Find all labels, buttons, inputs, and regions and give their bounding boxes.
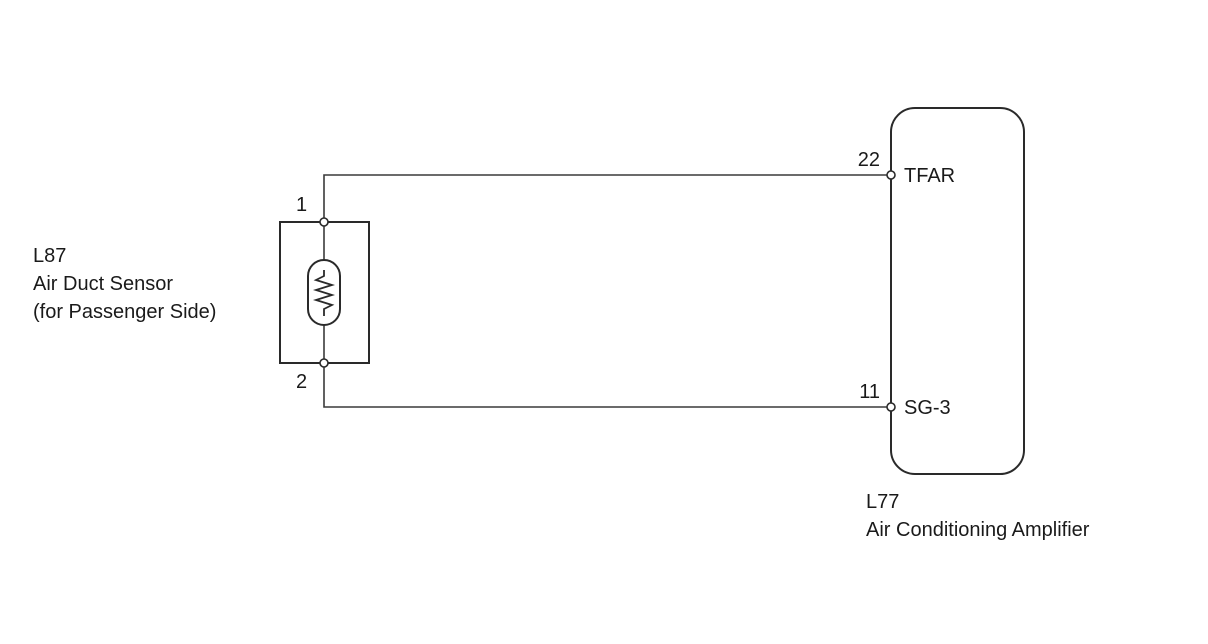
amplifier-terminal-sg3-number: 11 bbox=[859, 381, 880, 403]
amplifier-terminal-tfar bbox=[886, 170, 896, 180]
amplifier-terminal-sg3-name: SG-3 bbox=[904, 397, 951, 419]
sensor-label-block: L87 Air Duct Sensor (for Passenger Side) bbox=[33, 245, 216, 323]
wire-tfar bbox=[323, 174, 891, 222]
sensor-pin-2-number: 2 bbox=[296, 371, 307, 393]
wire-sg3 bbox=[323, 363, 891, 408]
amplifier-name: Air Conditioning Amplifier bbox=[866, 519, 1090, 541]
amplifier-terminal-tfar-number: 22 bbox=[858, 149, 880, 171]
sensor-pin-1-number: 1 bbox=[296, 194, 307, 216]
amplifier-code: L77 bbox=[866, 491, 899, 513]
amplifier-terminal-sg3 bbox=[886, 402, 896, 412]
sensor-name: Air Duct Sensor bbox=[33, 273, 173, 295]
sensor-pin-1 bbox=[319, 217, 329, 227]
amplifier-terminal-tfar-name: TFAR bbox=[904, 165, 955, 187]
thermistor-icon bbox=[307, 259, 341, 326]
amplifier-label-block: L77 Air Conditioning Amplifier bbox=[866, 491, 1090, 541]
sensor-pin-2 bbox=[319, 358, 329, 368]
amplifier-body bbox=[890, 107, 1025, 475]
sensor-note: (for Passenger Side) bbox=[33, 301, 216, 323]
sensor-code: L87 bbox=[33, 245, 66, 267]
